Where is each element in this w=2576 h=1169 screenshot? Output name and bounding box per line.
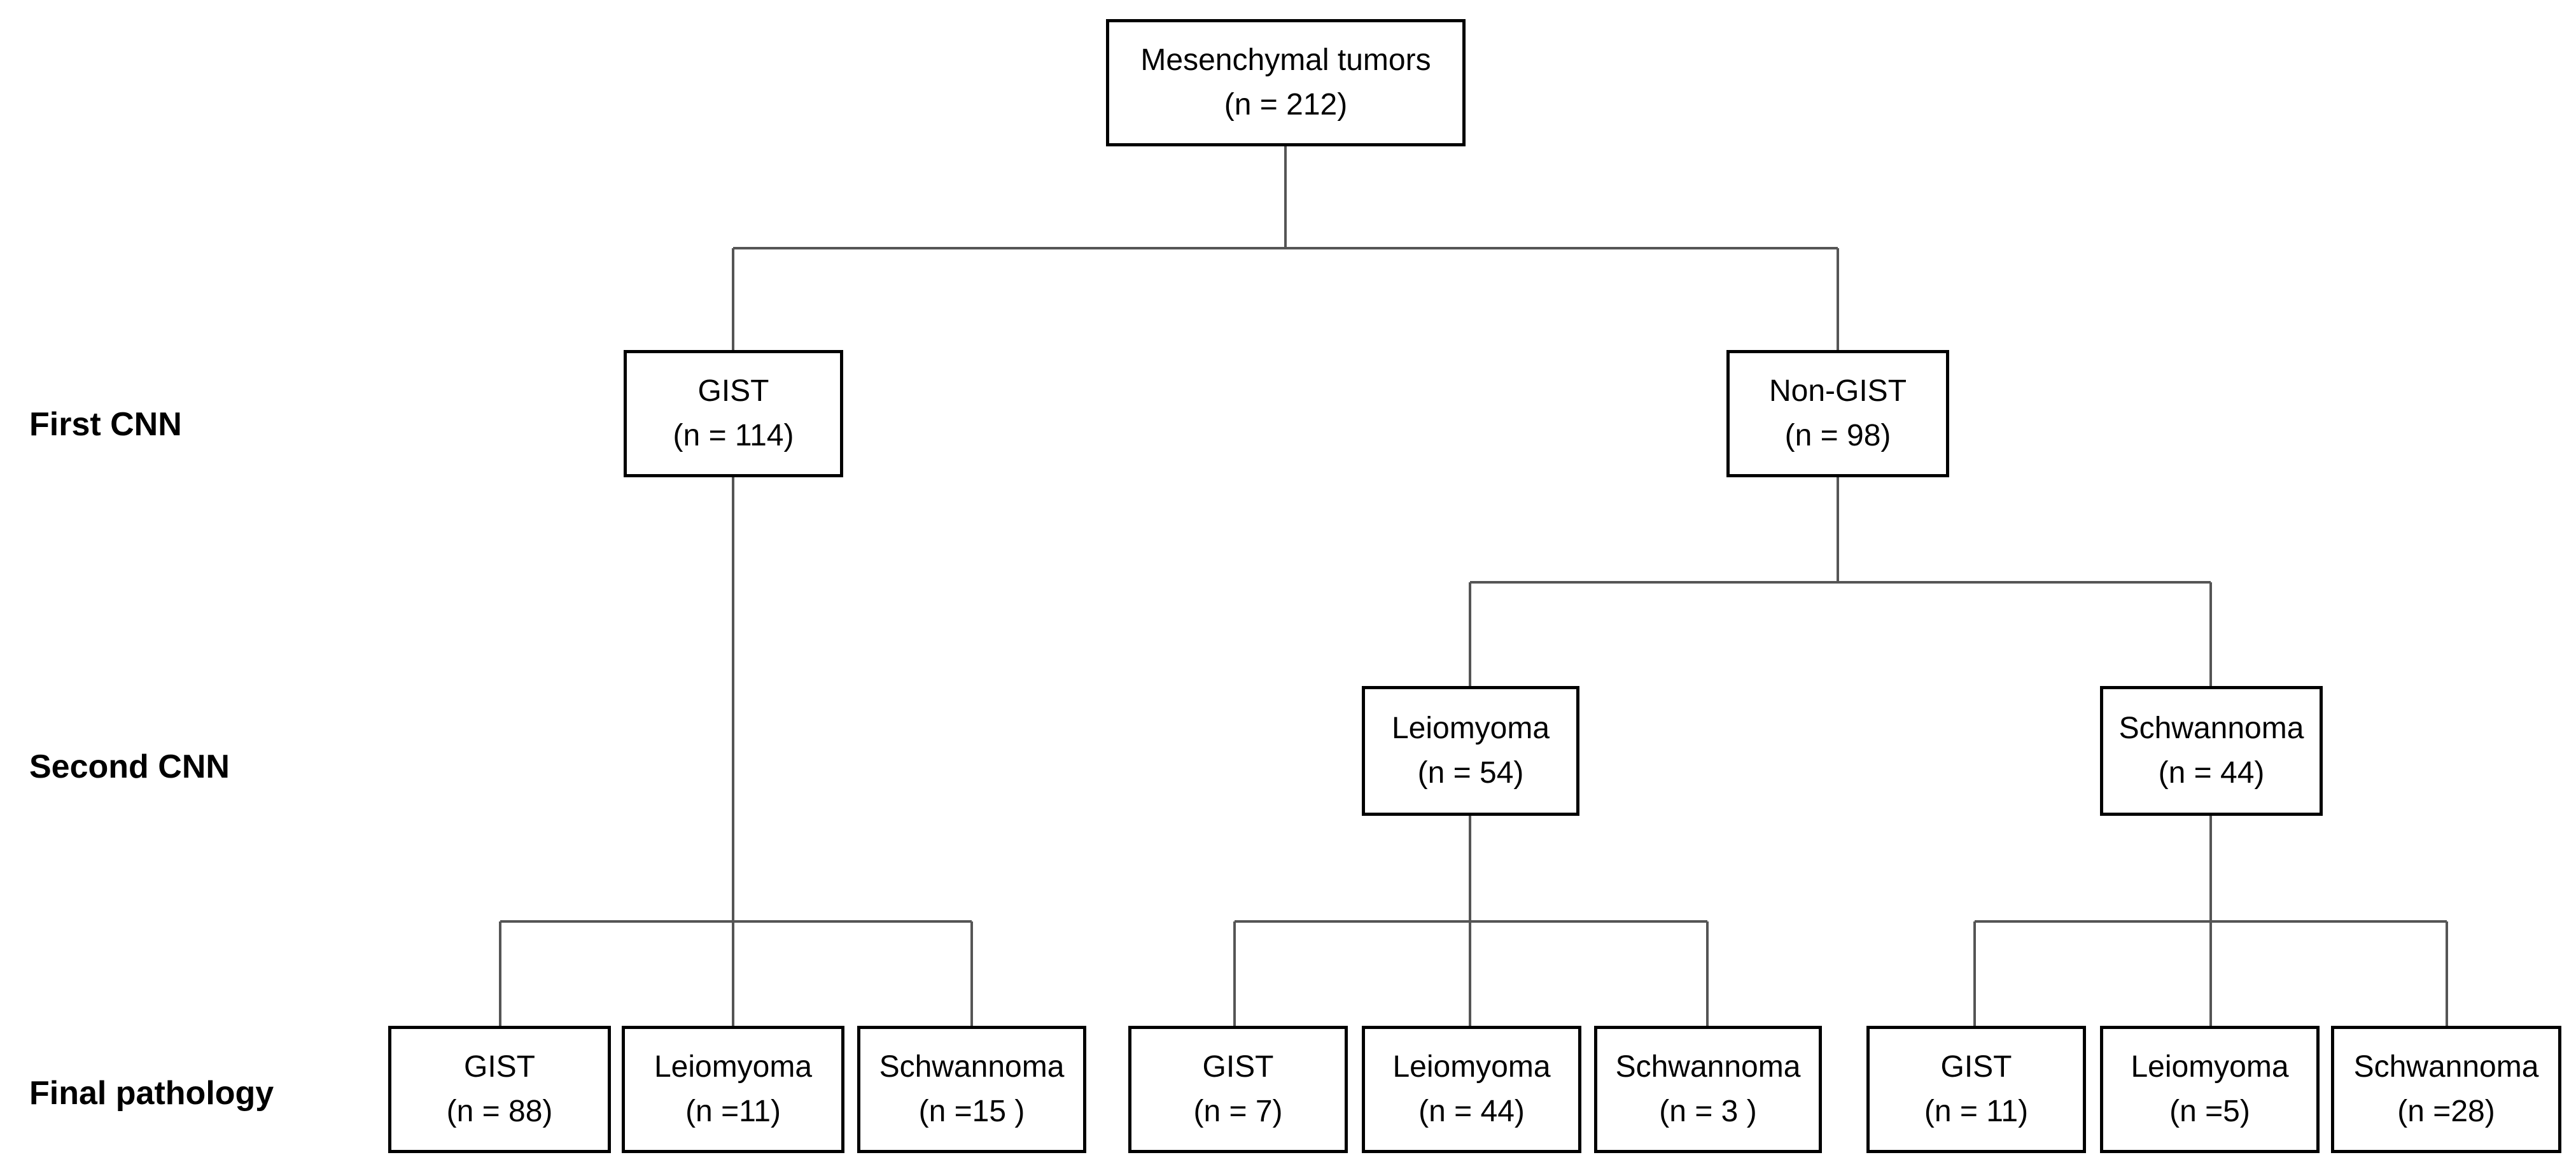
node-label: Leiomyoma [2131, 1050, 2289, 1084]
node-count: (n = 44) [2158, 756, 2265, 790]
node-count: (n =15 ) [918, 1095, 1025, 1128]
node-count: (n =28) [2397, 1095, 2495, 1128]
node-count: (n =11) [685, 1095, 781, 1128]
node-label: Schwannoma [2353, 1050, 2539, 1084]
node-count: (n = 212) [1224, 88, 1348, 122]
node-final-leiomyoma-leiomyoma: Leiomyoma (n = 44) [1362, 1026, 1581, 1153]
row-label-second-cnn: Second CNN [29, 748, 230, 785]
node-label: Schwannoma [2118, 711, 2304, 746]
node-leiomyoma: Leiomyoma (n = 54) [1362, 686, 1579, 816]
node-final-schwannoma-gist: GIST (n = 11) [1866, 1026, 2086, 1153]
node-label: GIST [463, 1050, 535, 1084]
node-final-leiomyoma-gist: GIST (n = 7) [1128, 1026, 1348, 1153]
node-final-schwannoma-schwannoma: Schwannoma (n =28) [2331, 1026, 2561, 1153]
node-count: (n = 3 ) [1659, 1095, 1757, 1128]
node-label: Schwannoma [1615, 1050, 1801, 1084]
node-final-schwannoma-leiomyoma: Leiomyoma (n =5) [2100, 1026, 2320, 1153]
node-count: (n = 54) [1417, 756, 1524, 790]
row-label-first-cnn: First CNN [29, 406, 182, 443]
node-schwannoma: Schwannoma (n = 44) [2100, 686, 2323, 816]
node-count: (n = 98) [1784, 419, 1891, 452]
node-label: GIST [697, 374, 769, 409]
node-count: (n = 88) [446, 1095, 553, 1128]
node-count: (n = 114) [673, 419, 794, 452]
node-count: (n = 44) [1418, 1095, 1525, 1128]
node-final-gist-schwannoma: Schwannoma (n =15 ) [857, 1026, 1086, 1153]
node-label: Mesenchymal tumors [1140, 43, 1431, 78]
node-mesenchymal-tumors: Mesenchymal tumors (n = 212) [1106, 19, 1466, 146]
node-label: Leiomyoma [654, 1050, 813, 1084]
node-final-leiomyoma-schwannoma: Schwannoma (n = 3 ) [1594, 1026, 1822, 1153]
node-label: Schwannoma [879, 1050, 1065, 1084]
row-label-final-pathology: Final pathology [29, 1075, 274, 1112]
node-gist: GIST (n = 114) [624, 350, 843, 477]
node-count: (n =5) [2169, 1095, 2250, 1128]
node-count: (n = 11) [1924, 1095, 2029, 1128]
node-final-gist-gist: GIST (n = 88) [388, 1026, 611, 1153]
node-label: GIST [1940, 1050, 2012, 1084]
node-label: Leiomyoma [1391, 711, 1550, 746]
node-label: Leiomyoma [1392, 1050, 1551, 1084]
node-count: (n = 7) [1193, 1095, 1283, 1128]
node-final-gist-leiomyoma: Leiomyoma (n =11) [622, 1026, 844, 1153]
node-non-gist: Non-GIST (n = 98) [1726, 350, 1949, 477]
node-label: GIST [1202, 1050, 1274, 1084]
node-label: Non-GIST [1768, 374, 1907, 409]
